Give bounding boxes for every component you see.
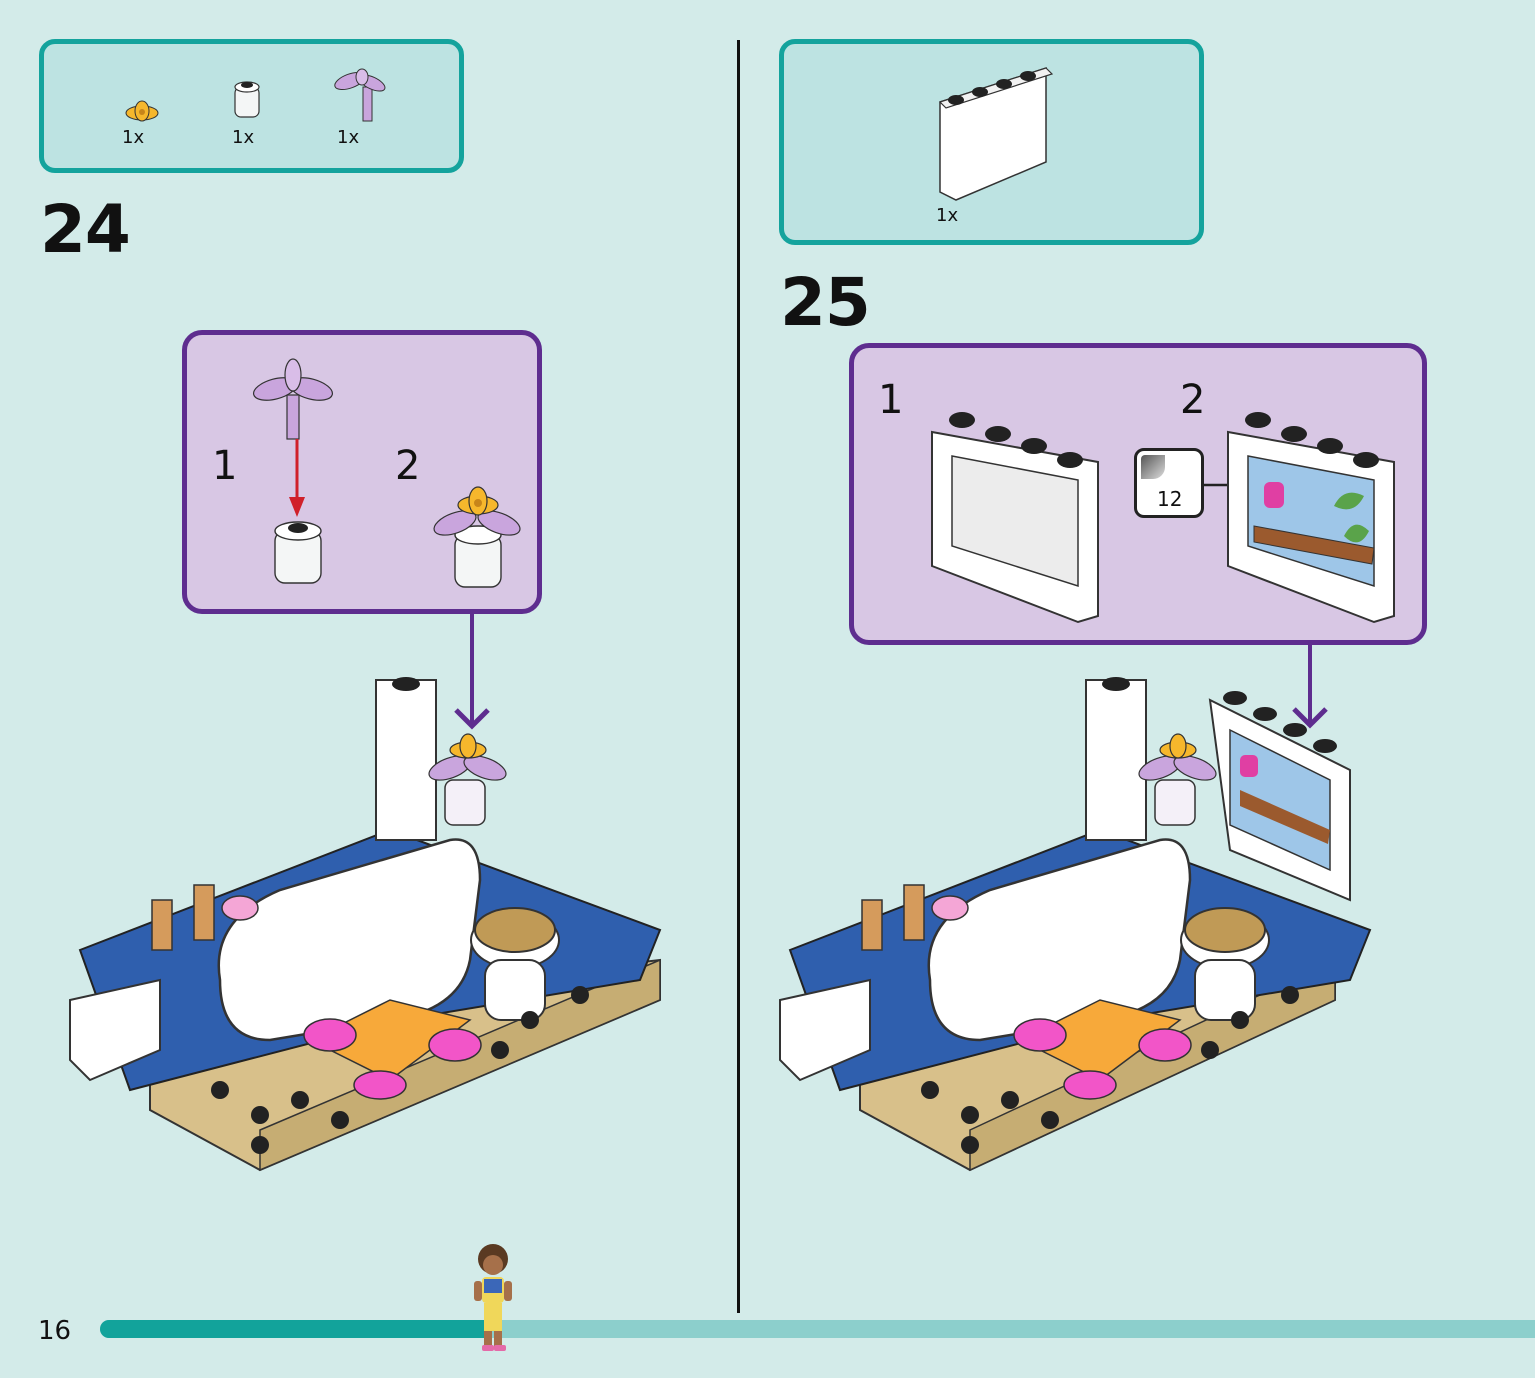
- step24-parts-box: 1x 1x 1x: [39, 39, 464, 173]
- bathroom-model-with-window-illustration: [779, 677, 1372, 1172]
- placement-arrow-icon: [1292, 645, 1328, 729]
- progress-bar-fill: [100, 1320, 488, 1338]
- step-number: 24: [40, 191, 131, 268]
- placement-arrow-icon: [454, 614, 490, 730]
- yellow-flower-icon: [125, 100, 159, 122]
- step25-substep-box: 1 2 12: [849, 343, 1427, 645]
- white-panel-icon: [931, 412, 1099, 624]
- part-qty: 1x: [232, 127, 255, 148]
- sticker-badge: 12: [1134, 448, 1204, 518]
- step25-parts-box: 1x: [779, 39, 1204, 245]
- substep-number: 2: [1180, 377, 1206, 423]
- transparent-round-brick-icon: [234, 81, 260, 118]
- step-number: 25: [780, 264, 871, 341]
- substep-number: 1: [212, 443, 238, 489]
- round-brick-icon: [274, 521, 322, 584]
- assembled-flower-icon: [433, 486, 521, 588]
- substep-number: 1: [878, 377, 904, 423]
- part-qty: 1x: [122, 127, 145, 148]
- flower-stem-icon: [252, 358, 334, 440]
- bathroom-model-illustration: [69, 677, 662, 1172]
- progress-bar: [100, 1320, 1535, 1338]
- substep-number: 2: [395, 443, 421, 489]
- window-panel-icon: [1227, 412, 1395, 624]
- page-number: 16: [38, 1316, 72, 1346]
- step24-substep-box: 1 2: [182, 330, 542, 614]
- sticker-number: 12: [1157, 487, 1183, 511]
- minifigure-icon: [474, 1244, 512, 1351]
- page-divider: [737, 40, 740, 1313]
- lavender-stem-icon: [334, 68, 386, 122]
- white-panel-icon: [938, 66, 1054, 201]
- part-qty: 1x: [337, 127, 360, 148]
- part-qty: 1x: [936, 205, 959, 226]
- down-arrow-icon: [289, 439, 305, 517]
